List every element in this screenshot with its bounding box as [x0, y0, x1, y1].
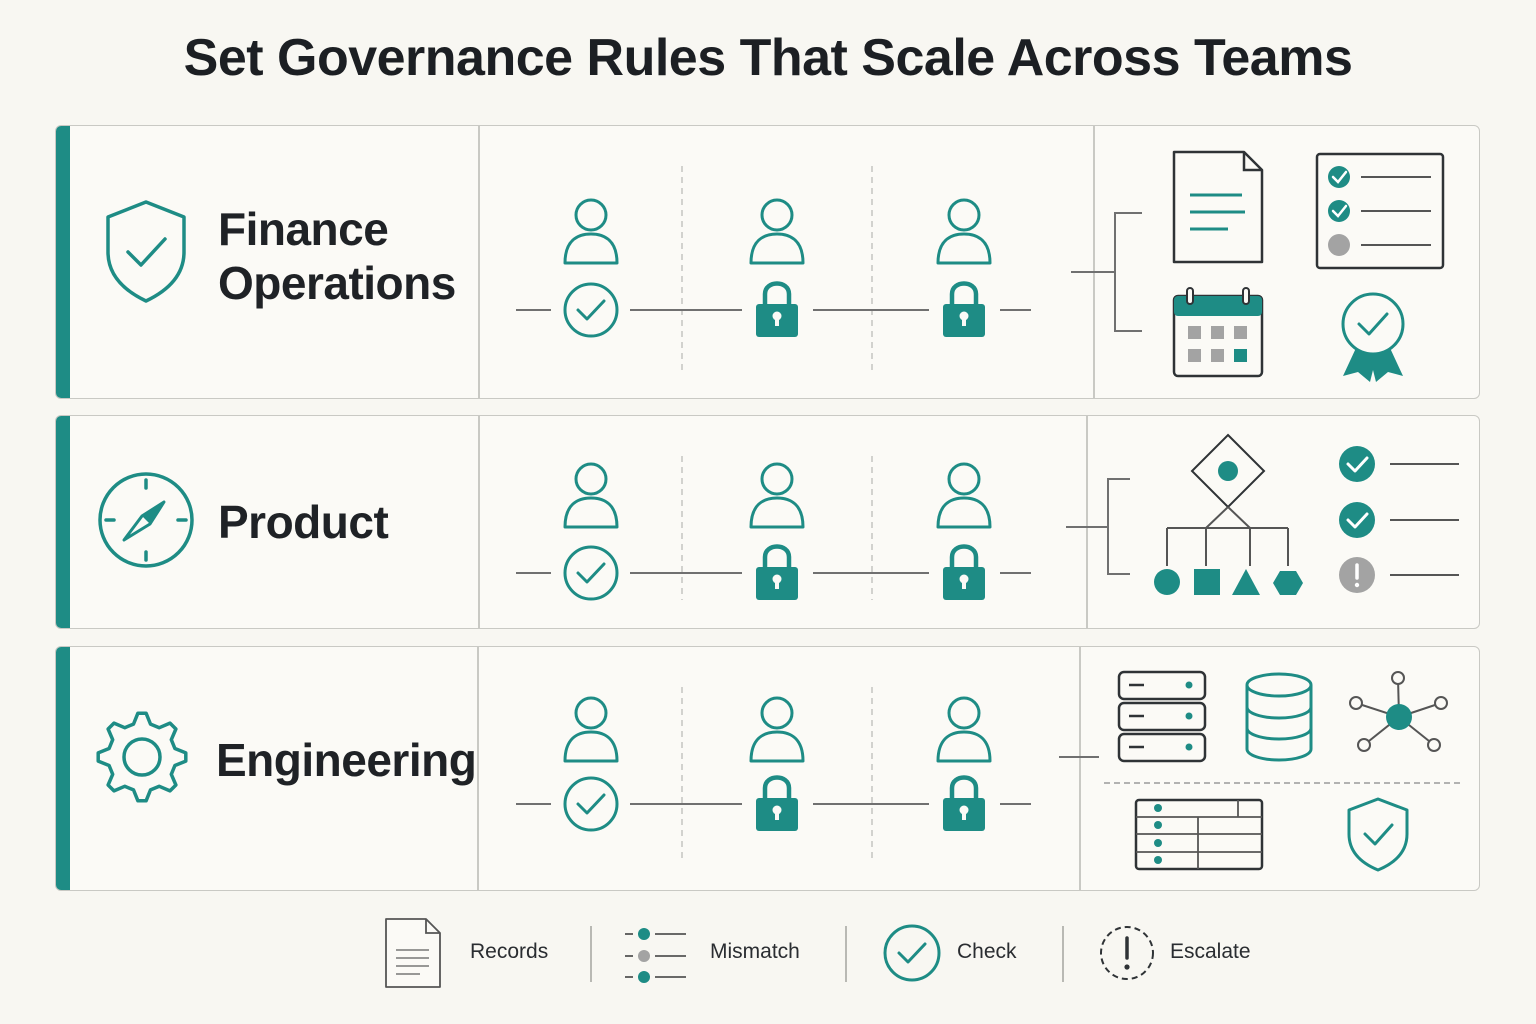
- legend: Records Mismatch Check: [0, 910, 1536, 1000]
- lock-icon: [756, 544, 798, 600]
- person-icon: [749, 462, 805, 529]
- lock-icon: [943, 544, 985, 600]
- decision-tree-icon: [1154, 433, 1303, 595]
- legend-label: Records: [470, 940, 549, 963]
- lock-icon: [756, 281, 798, 337]
- column-divider: [478, 416, 480, 628]
- bracket-connector: [1071, 212, 1142, 332]
- page-title: Set Governance Rules That Scale Across T…: [183, 29, 1353, 87]
- check-circle-icon: [563, 282, 619, 338]
- column-divider: [477, 647, 479, 890]
- check-circle-icon: [883, 924, 941, 982]
- resource-panel: [1071, 150, 1445, 382]
- compass-icon: [98, 472, 194, 568]
- database-icon: [1245, 672, 1313, 762]
- approval-flow: [516, 687, 1031, 862]
- legend-label: Mismatch: [710, 940, 800, 963]
- team-name-line-1: Product: [218, 496, 389, 548]
- resource-panel: [1059, 670, 1460, 872]
- legend-item-escalate: Escalate: [1095, 910, 1285, 1000]
- team-name: Engineering: [216, 733, 477, 787]
- team-name-line-2: Operations: [218, 257, 456, 309]
- network-node-icon: [1349, 671, 1448, 752]
- column-divider: [478, 126, 480, 398]
- gear-icon: [96, 711, 188, 803]
- server-rack-details: [1129, 681, 1193, 751]
- person-icon: [936, 696, 992, 763]
- legend-label: Check: [957, 940, 1017, 963]
- lock-icon: [943, 281, 985, 337]
- escalate-icon: [1100, 926, 1154, 980]
- shield-check-icon: [1347, 797, 1409, 872]
- lock-icon: [756, 775, 798, 831]
- approval-flow: [516, 456, 1031, 601]
- server-rack-icon: [1117, 670, 1207, 763]
- check-circle-icon: [563, 776, 619, 832]
- legend-separator: [590, 926, 592, 982]
- row-accent-bar: [56, 647, 70, 890]
- mismatch-list-icon: [625, 928, 686, 983]
- team-row-product: Product: [55, 415, 1480, 629]
- table-icon: [1134, 798, 1264, 871]
- legend-item-check: Check: [880, 910, 1050, 1000]
- person-icon: [936, 198, 992, 265]
- checklist-icon: [1315, 152, 1445, 270]
- column-divider: [1079, 647, 1081, 890]
- person-icon: [749, 696, 805, 763]
- team-row-engineering: Engineering: [55, 646, 1480, 891]
- row-accent-bar: [56, 416, 70, 628]
- team-name-line-1: Engineering: [216, 734, 477, 786]
- column-divider: [1086, 416, 1088, 628]
- person-icon: [563, 696, 619, 763]
- column-divider: [1093, 126, 1095, 398]
- shield-check-icon: [106, 200, 186, 303]
- award-badge-icon: [1341, 292, 1405, 382]
- calendar-icon: [1172, 287, 1264, 378]
- approval-flow: [516, 166, 1031, 370]
- team-name-line-1: Finance: [218, 203, 389, 255]
- person-icon: [749, 198, 805, 265]
- team-name: Product: [218, 495, 389, 549]
- legend-item-mismatch: Mismatch: [620, 910, 830, 1000]
- team-row-finance-operations: Finance Operations: [55, 125, 1480, 399]
- legend-separator: [845, 926, 847, 982]
- document-icon: [1172, 150, 1264, 264]
- document-icon: [385, 918, 441, 988]
- person-icon: [936, 462, 992, 529]
- status-list-icon: [1339, 446, 1459, 593]
- team-name: Finance Operations: [218, 202, 456, 310]
- lock-icon: [943, 775, 985, 831]
- row-accent-bar: [56, 126, 70, 398]
- resource-panel: [1066, 433, 1459, 595]
- legend-label: Escalate: [1170, 940, 1251, 963]
- legend-separator: [1062, 926, 1064, 982]
- person-icon: [563, 198, 619, 265]
- legend-item-records: Records: [380, 910, 580, 1000]
- check-circle-icon: [563, 545, 619, 601]
- person-icon: [563, 462, 619, 529]
- bracket-connector: [1066, 478, 1130, 575]
